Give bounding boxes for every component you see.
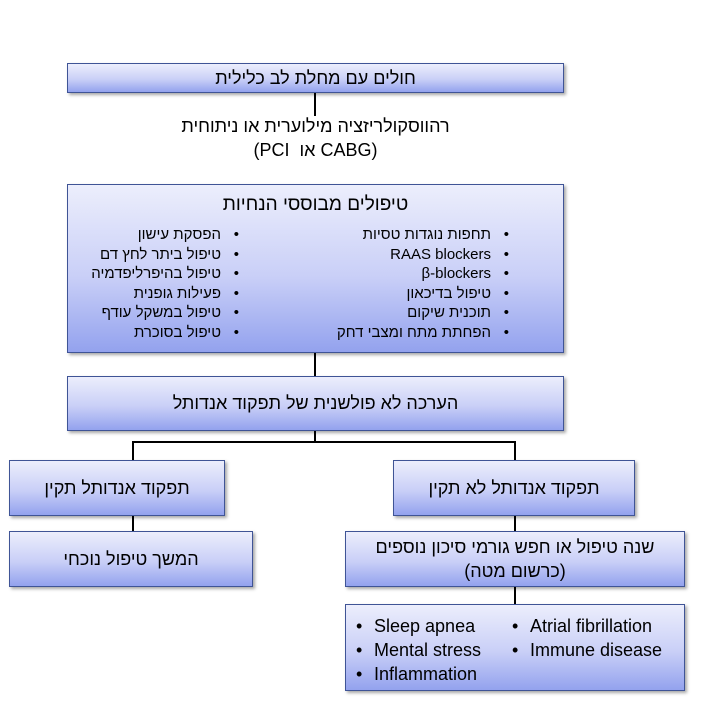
connector [514, 587, 516, 604]
connector [132, 441, 516, 443]
guideline-title: טיפולים מבוססי הנחיות [222, 194, 409, 215]
revasc-line2: (PCI או CABG) [253, 140, 378, 160]
connector [514, 516, 516, 531]
list-item: תוכנית שיקום [313, 303, 513, 323]
normal-function-box: תפקוד אנדותל תקין [9, 460, 225, 516]
list-item: הפחתת מתח ומצבי דחק [313, 323, 513, 343]
risk-factors-box: Sleep apnea Mental stress Inflammation A… [345, 604, 685, 691]
change-line2: (כרשום מטה) [464, 561, 566, 581]
connector [132, 516, 134, 531]
connector [314, 353, 316, 376]
guideline-right-list: תחפות נוגדות טסיות RAAS blockers β-block… [313, 225, 513, 342]
patients-box: חולים עם מחלת לב כלילית [67, 63, 564, 93]
list-item: β-blockers [313, 264, 513, 284]
list-item: פעילות גופנית [83, 284, 243, 304]
change-line1: שנה טיפול או חפש גורמי סיכון נוספים [375, 537, 655, 557]
connector [132, 441, 134, 460]
guideline-box: טיפולים מבוססי הנחיות תחפות נוגדות טסיות… [67, 184, 564, 353]
connector [514, 441, 516, 460]
guideline-left-list: הפסקת עישון טיפול ביתר לחץ דם טיפול בהיפ… [83, 225, 243, 342]
list-item: טיפול במשקל עודף [83, 303, 243, 323]
list-item: Sleep apnea [352, 614, 481, 638]
list-item: טיפול בהיפרליפדמיה [83, 264, 243, 284]
risk-right-list: Atrial fibrillation Immune disease [508, 614, 662, 662]
list-item: Mental stress [352, 638, 481, 662]
list-item: Atrial fibrillation [508, 614, 662, 638]
list-item: טיפול בסוכרת [83, 323, 243, 343]
connector [314, 431, 316, 443]
change-treatment-box: שנה טיפול או חפש גורמי סיכון נוספים (כרש… [345, 531, 685, 587]
patients-label: חולים עם מחלת לב כלילית [215, 67, 416, 88]
assessment-box: הערכה לא פולשנית של תפקוד אנדותל [67, 376, 564, 431]
assessment-label: הערכה לא פולשנית של תפקוד אנדותל [172, 393, 459, 413]
abnormal-function-box: תפקוד אנדותל לא תקין [393, 460, 635, 516]
normal-label: תפקוד אנדותל תקין [44, 477, 190, 498]
continue-label: המשך טיפול נוכחי [63, 548, 199, 569]
continue-treatment-box: המשך טיפול נוכחי [9, 531, 253, 587]
revasc-line1: רהווסקולריזציה מילוערית או ניתוחית [181, 116, 450, 136]
list-item: טיפול ביתר לחץ דם [83, 245, 243, 265]
list-item: הפסקת עישון [83, 225, 243, 245]
list-item: טיפול בדיכאון [313, 284, 513, 304]
list-item: Inflammation [352, 662, 481, 686]
connector [314, 93, 316, 116]
list-item: תחפות נוגדות טסיות [313, 225, 513, 245]
revascularization-text: רהווסקולריזציה מילוערית או ניתוחית (PCI … [67, 116, 564, 161]
abnormal-label: תפקוד אנדותל לא תקין [428, 477, 600, 498]
risk-left-list: Sleep apnea Mental stress Inflammation [352, 614, 481, 686]
list-item: Immune disease [508, 638, 662, 662]
list-item: RAAS blockers [313, 245, 513, 265]
